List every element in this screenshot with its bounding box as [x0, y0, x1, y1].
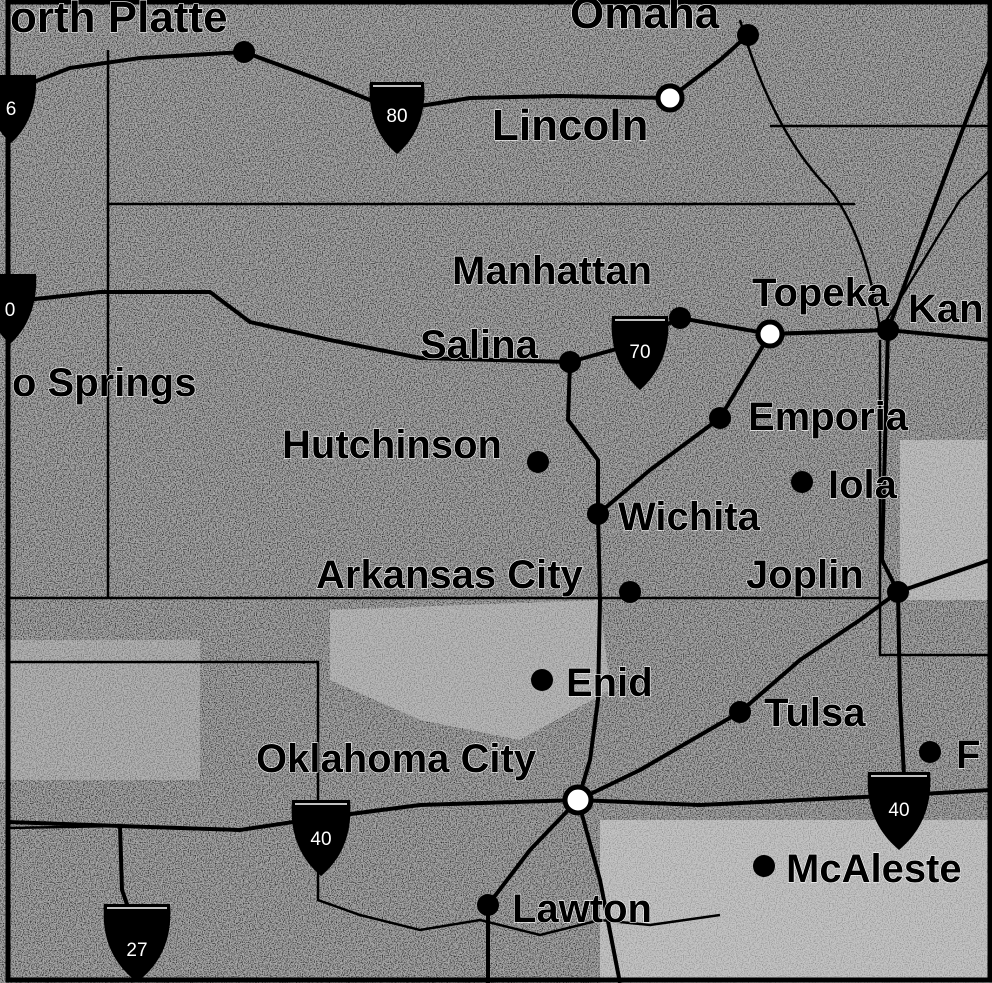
i135-route: [566, 361, 600, 514]
i35-south-lower: [576, 799, 622, 983]
interstate-shield-40-west: 40: [291, 800, 351, 876]
enid-marker: [531, 669, 553, 691]
interstate-76-number: 6: [6, 99, 17, 120]
topeka-label: Topeka: [752, 271, 890, 315]
oklahoma-arkansas-border: [878, 600, 990, 657]
arkansas-city-marker: [619, 581, 641, 603]
interstate-shield-70-west: 0: [0, 274, 37, 344]
city-markers: [233, 24, 941, 916]
map-frame: [5, 0, 992, 983]
mcalester-label: McAleste: [786, 847, 962, 891]
manhattan-label: Manhattan: [452, 249, 652, 293]
iola-label: Iola: [828, 463, 898, 507]
interstate-70-number: 70: [629, 342, 650, 363]
omaha-label: Omaha: [570, 0, 720, 38]
kansas-city-marker: [877, 319, 899, 341]
light-terrain-patch: [0, 640, 200, 780]
emporia-marker: [709, 407, 731, 429]
city-labels: orth Platte Omaha Lincoln Manhattan Tope…: [9, 0, 984, 932]
lincoln-marker: [655, 83, 685, 113]
i44-south: [486, 798, 580, 983]
wichita-label: Wichita: [618, 495, 761, 539]
oklahoma-city-marker: [562, 784, 594, 816]
omaha-marker: [737, 24, 759, 46]
i40-route: [7, 788, 991, 832]
salina-marker: [559, 351, 581, 373]
interstate-shield-27: 27: [103, 904, 171, 982]
fort-smith-marker: [919, 741, 941, 763]
light-terrain-patch: [330, 600, 610, 740]
enid-label: Enid: [566, 661, 653, 705]
interstate-40-west-number: 40: [310, 829, 331, 850]
kansas-city-label: Kan: [908, 287, 984, 331]
interstate-70-west-number: 0: [5, 300, 16, 321]
topeka-marker: [755, 319, 785, 349]
light-terrain-patch: [900, 440, 992, 600]
oklahoma-texas-panhandle: [8, 660, 721, 937]
interstate-shield-40-east: 40: [867, 772, 931, 850]
emporia-label: Emporia: [748, 395, 909, 439]
interstate-shield-80: 80: [369, 82, 425, 154]
oklahoma-city-label: Oklahoma City: [256, 737, 537, 781]
colorado-springs-label: o Springs: [12, 361, 196, 405]
state-borders: [7, 19, 991, 937]
light-terrain-patch: [600, 820, 990, 983]
i35-south: [576, 513, 602, 801]
interstate-80-number: 80: [386, 106, 407, 127]
joplin-label: Joplin: [746, 553, 864, 597]
lawton-marker: [477, 894, 499, 916]
mcalester-marker: [753, 855, 775, 877]
interstate-shield-70: 70: [611, 316, 669, 390]
fort-smith-label: F: [956, 733, 980, 777]
missouri-river: [738, 19, 882, 331]
joplin-marker: [887, 581, 909, 603]
north-platte-marker: [233, 41, 255, 63]
tulsa-label: Tulsa: [764, 691, 866, 735]
interstate-shield-76: 6: [0, 75, 37, 143]
lincoln-label: Lincoln: [492, 101, 648, 150]
missouri-river-east: [878, 169, 991, 331]
interstate-40-east-number: 40: [888, 800, 909, 821]
hutchinson-label: Hutchinson: [282, 423, 502, 467]
wichita-marker: [587, 503, 609, 525]
iola-marker: [791, 471, 813, 493]
manhattan-marker: [669, 307, 691, 329]
lawton-label: Lawton: [512, 887, 652, 931]
tulsa-marker: [729, 701, 751, 723]
i29-route: [886, 59, 992, 331]
hutchinson-marker: [527, 451, 549, 473]
north-platte-label: orth Platte: [10, 0, 228, 42]
arkansas-city-label: Arkansas City: [316, 553, 584, 597]
interstate-27-number: 27: [126, 940, 147, 961]
interstate-shields: 6 80 0 70 40 40 27: [0, 75, 931, 982]
salina-label: Salina: [420, 323, 539, 367]
